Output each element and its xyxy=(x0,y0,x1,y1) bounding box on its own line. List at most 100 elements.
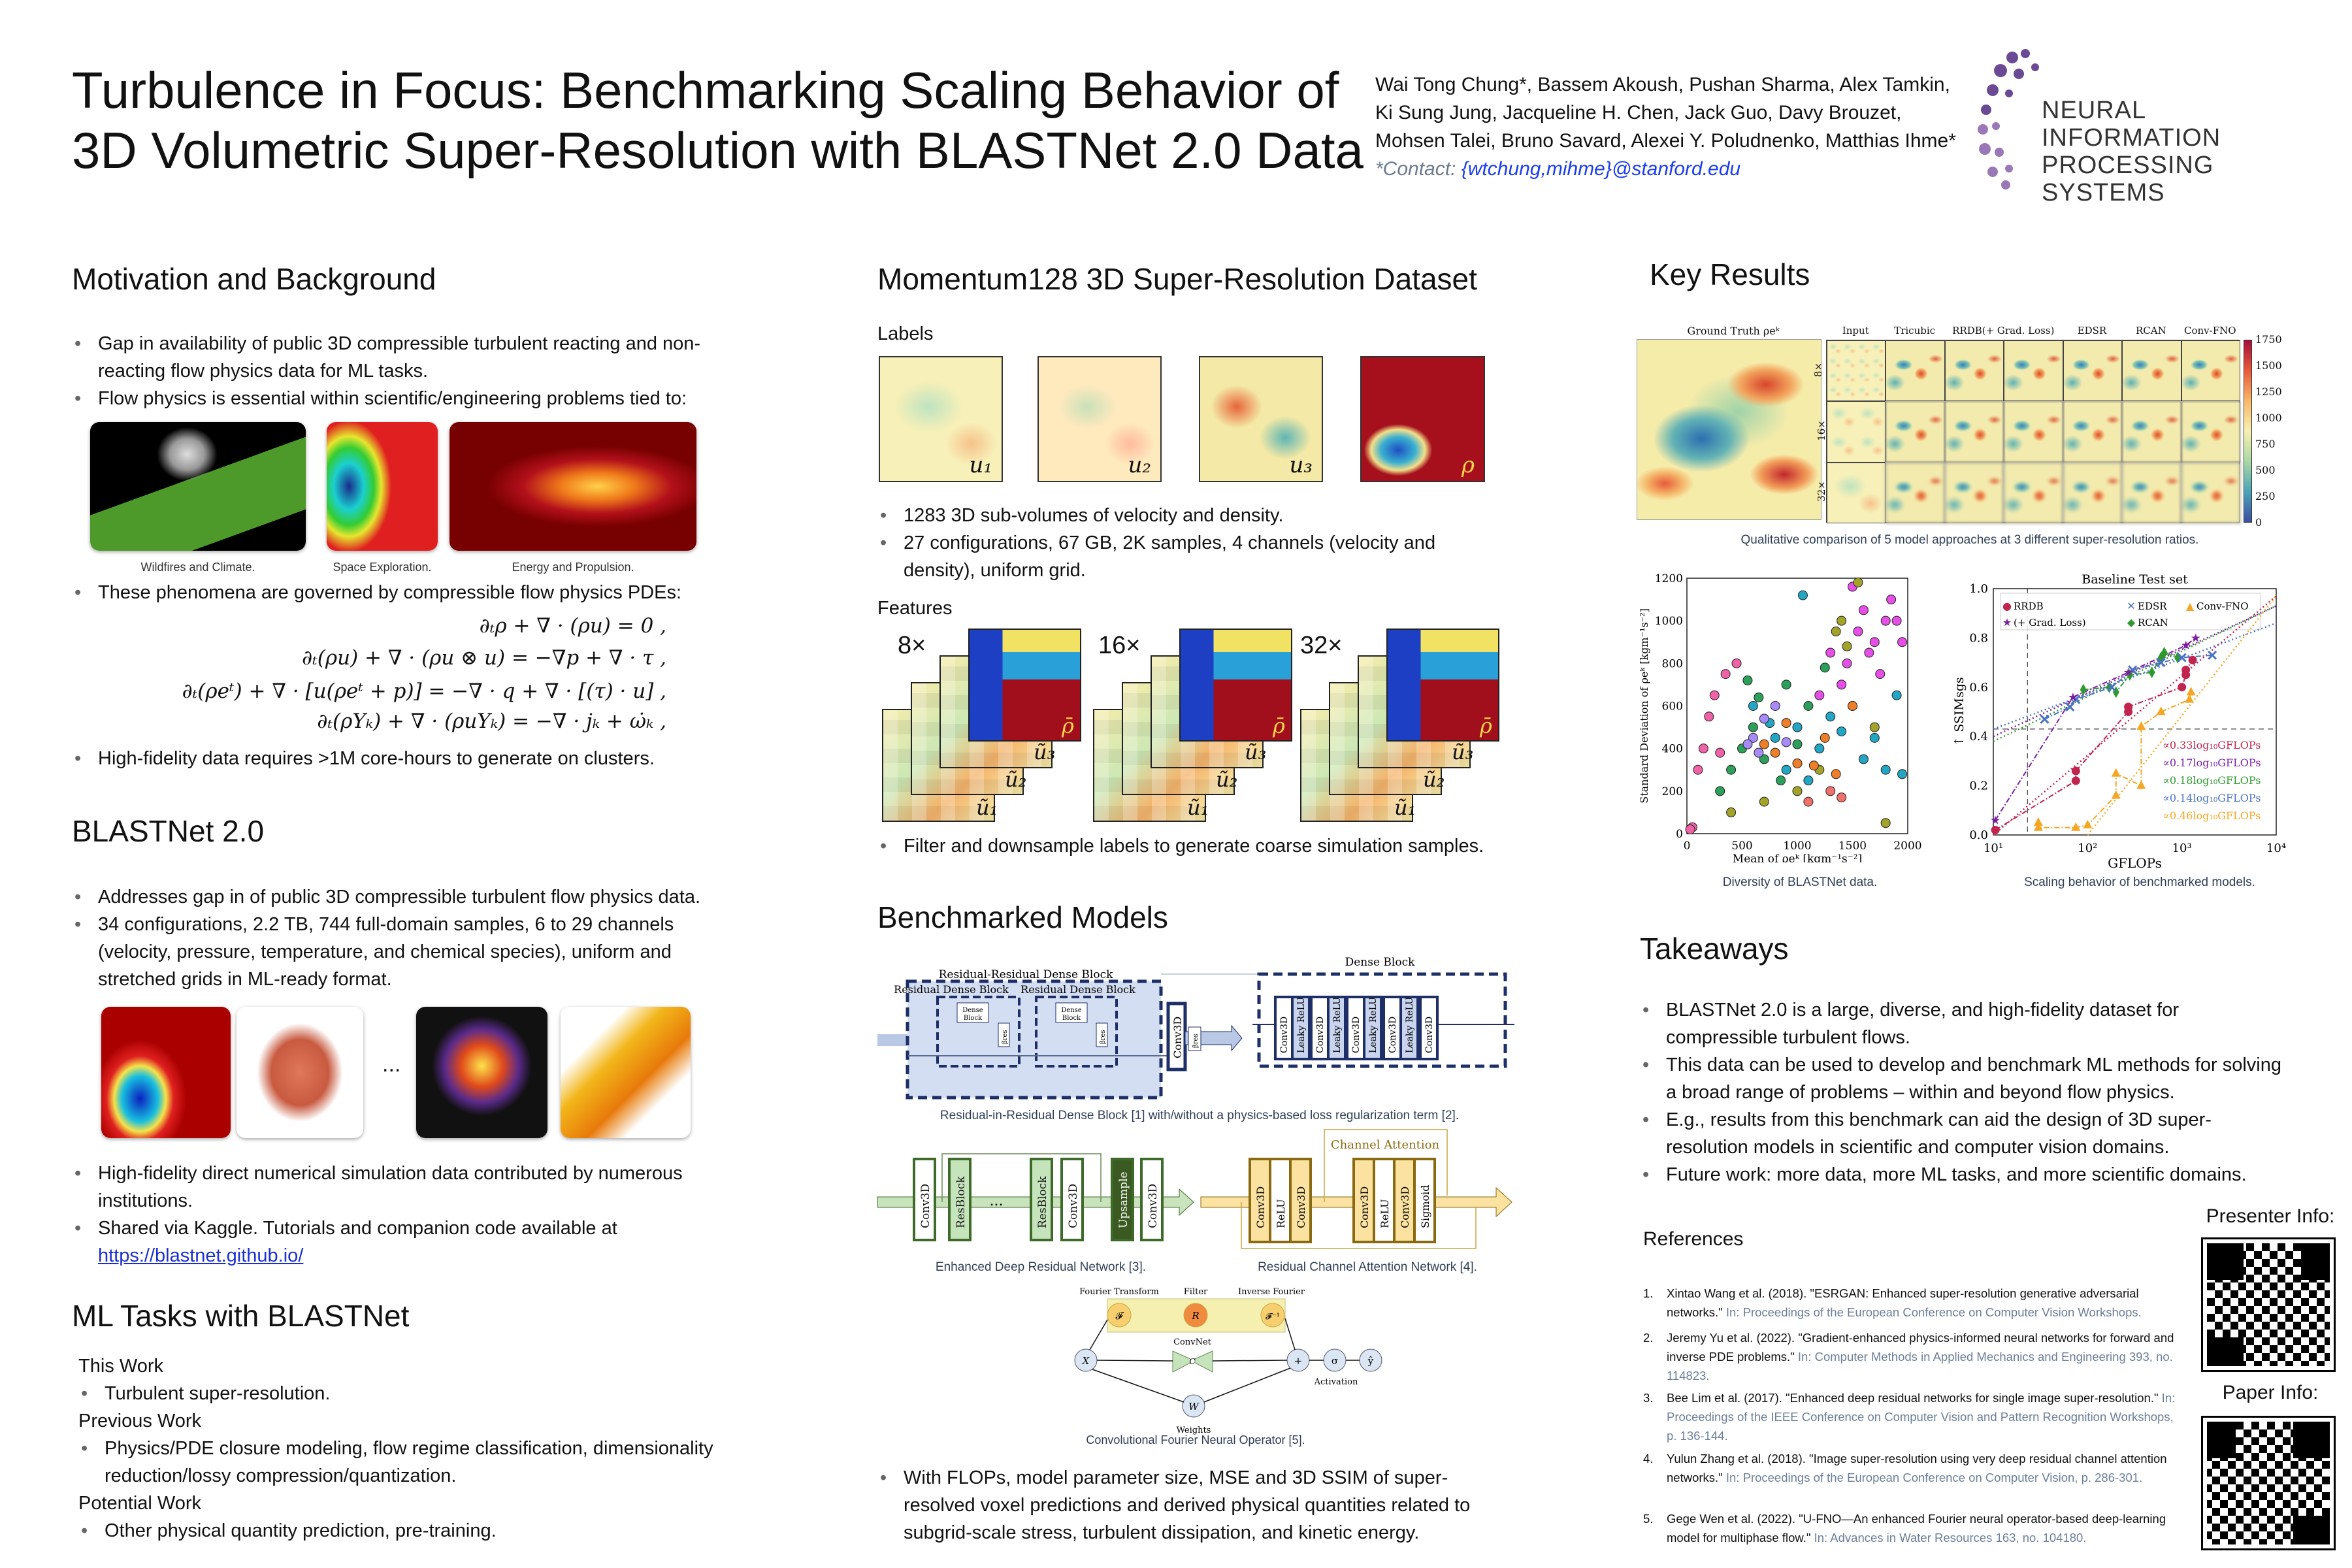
y-tick-label: 0.8 xyxy=(1969,631,1988,645)
scatter-point xyxy=(1814,743,1825,754)
contact-email-link[interactable]: {wtchung,mihme}@stanford.edu xyxy=(1461,158,1741,180)
bullet-item: With FLOPs, model parameter size, MSE an… xyxy=(877,1464,1511,1546)
blastnet-website-link[interactable]: https://blastnet.github.io/ xyxy=(98,1245,304,1266)
scatter-point xyxy=(1853,578,1863,588)
svg-text:X: X xyxy=(1082,1355,1090,1367)
layer-block: Conv3D xyxy=(1393,1158,1416,1243)
column-header: Conv-FNO xyxy=(2184,325,2236,336)
svg-text:Residual Dense Block: Residual Dense Block xyxy=(894,983,1009,996)
scatter-point xyxy=(1803,776,1814,786)
colorbar xyxy=(2244,340,2252,523)
motivation-bullets-2: These phenomena are governed by compress… xyxy=(72,579,738,606)
references-heading: References xyxy=(1643,1228,1744,1250)
data-point xyxy=(2071,766,2080,776)
svg-text:Dense Block: Dense Block xyxy=(1345,956,1416,969)
svg-text:ResBlock: ResBlock xyxy=(1036,1176,1049,1228)
section-heading-takeaways: Takeaways xyxy=(1640,932,1789,966)
svg-text:Conv3D: Conv3D xyxy=(1279,1017,1290,1053)
scatter-point xyxy=(1720,669,1731,679)
colorbar-tick: 1000 xyxy=(2255,412,2282,424)
blastnet-bullets: Addresses gap in of public 3D compressib… xyxy=(72,883,738,993)
data-point xyxy=(2188,655,2197,664)
data-point xyxy=(2148,666,2155,679)
data-point xyxy=(2156,658,2166,668)
svg-text:Enhanced Deep Residual Network: Enhanced Deep Residual Network [3]. xyxy=(936,1260,1146,1274)
line-chart-caption: Scaling behavior of benchmarked models. xyxy=(2024,875,2255,889)
bullet-item: Other physical quantity prediction, pre-… xyxy=(78,1517,738,1544)
data-point: ★ xyxy=(2181,639,2191,653)
paper-qr-code[interactable] xyxy=(2201,1416,2336,1550)
bullet-item: 34 configurations, 2.2 TB, 744 full-doma… xyxy=(72,911,738,993)
scatter-point xyxy=(1886,595,1897,605)
scatter-point xyxy=(1858,605,1869,615)
scatter-point xyxy=(1825,711,1836,722)
y-tick-label: 0 xyxy=(1676,828,1683,841)
x-tick-label: 1000 xyxy=(1783,840,1811,853)
svg-text:Residual-Residual Dense Block: Residual-Residual Dense Block xyxy=(939,968,1114,981)
x-tick-label: 1500 xyxy=(1838,840,1867,853)
legend-marker: ● xyxy=(2002,600,2012,612)
row-label: 8× xyxy=(1812,362,1825,377)
line-plot-area xyxy=(1993,588,2277,836)
svg-text:Leaky ReLU: Leaky ReLU xyxy=(1368,997,1379,1053)
scatter-point xyxy=(1891,690,1902,700)
layer-block: ResBlock xyxy=(948,1158,972,1241)
y-tick-label: 400 xyxy=(1662,743,1683,756)
scatter-point xyxy=(1837,615,1847,626)
data-point: ★ xyxy=(2123,666,2134,679)
svg-text:Conv3D: Conv3D xyxy=(1067,1184,1080,1228)
scatter-point xyxy=(1880,764,1891,775)
scatter-point xyxy=(1848,701,1857,711)
scatter-point xyxy=(1770,732,1780,743)
blastnet-sample-image xyxy=(237,1007,363,1138)
scatter-point xyxy=(1837,792,1847,803)
scatter-point xyxy=(1742,739,1753,749)
presenter-qr-code[interactable] xyxy=(2201,1237,2336,1372)
scatter-point xyxy=(1825,647,1836,658)
comparison-panel xyxy=(1886,401,1945,463)
bullet-item: Filter and downsample labels to generate… xyxy=(877,832,1511,860)
svg-text:ŷ: ŷ xyxy=(1367,1355,1374,1367)
y-tick-label: 0.2 xyxy=(1969,779,1988,793)
y-tick-label: 1200 xyxy=(1655,572,1683,585)
svg-text:R: R xyxy=(1191,1310,1199,1322)
equation-mass: ∂ₜρ + ∇ · (ρu) = 0 , xyxy=(479,614,666,638)
colorbar-tick: 1500 xyxy=(2255,359,2282,372)
authors-line: Ki Sung Jung, Jacqueline H. Chen, Jack G… xyxy=(1375,102,1902,123)
svg-text:Conv3D: Conv3D xyxy=(1358,1186,1371,1228)
section-heading-dataset: Momentum128 3D Super-Resolution Dataset xyxy=(877,262,1477,296)
comparison-panel xyxy=(1944,401,2004,463)
comparison-panel xyxy=(2122,340,2181,402)
data-point xyxy=(2065,702,2075,712)
column-header: RRDB(+ Grad. Loss) xyxy=(1952,325,2055,336)
scatter-point xyxy=(1726,807,1737,817)
scatter-point xyxy=(1748,701,1758,711)
scatter-point xyxy=(1759,754,1769,764)
legend xyxy=(2000,593,2261,630)
scatter-point xyxy=(1748,732,1758,743)
feature-stack-8x: 8× ρ̄ ũ₃ ũ₂ ũ₁ xyxy=(882,629,1085,825)
legend-marker: ★ xyxy=(2002,616,2012,629)
fit-annotation: ∝0.46log₁₀GFLOPs xyxy=(2163,809,2261,822)
column-header: EDSR xyxy=(2077,325,2107,336)
y-tick-label: 1.0 xyxy=(1969,582,1988,596)
svg-text:Leaky ReLU: Leaky ReLU xyxy=(1296,997,1307,1053)
qualitative-row-labels: 8×16×32× xyxy=(1811,340,1827,523)
svg-text:Leaky ReLU: Leaky ReLU xyxy=(1332,997,1343,1053)
beta-res-scale: βres xyxy=(998,1022,1010,1047)
svg-text:Fourier Transform: Fourier Transform xyxy=(1079,1287,1159,1297)
x-axis-label: Mean of ρeᵏ [kgm⁻¹s⁻²] xyxy=(1733,853,1862,862)
y-tick-label: 0.4 xyxy=(1969,730,1988,743)
fit-annotation: ∝0.14log₁₀GFLOPs xyxy=(2163,792,2261,804)
data-point xyxy=(2186,687,2196,696)
authors-line: Wai Tong Chung*, Bassem Akoush, Pushan S… xyxy=(1375,74,1950,95)
scatter-point xyxy=(1897,769,1908,779)
ellipsis: ... xyxy=(382,1052,401,1077)
blastnet-bullets-2: High-fidelity direct numerical simulatio… xyxy=(72,1160,738,1269)
y-tick-label: 800 xyxy=(1662,657,1683,670)
svg-text:Convolutional Fourier Neural O: Convolutional Fourier Neural Operator [5… xyxy=(1086,1433,1305,1446)
